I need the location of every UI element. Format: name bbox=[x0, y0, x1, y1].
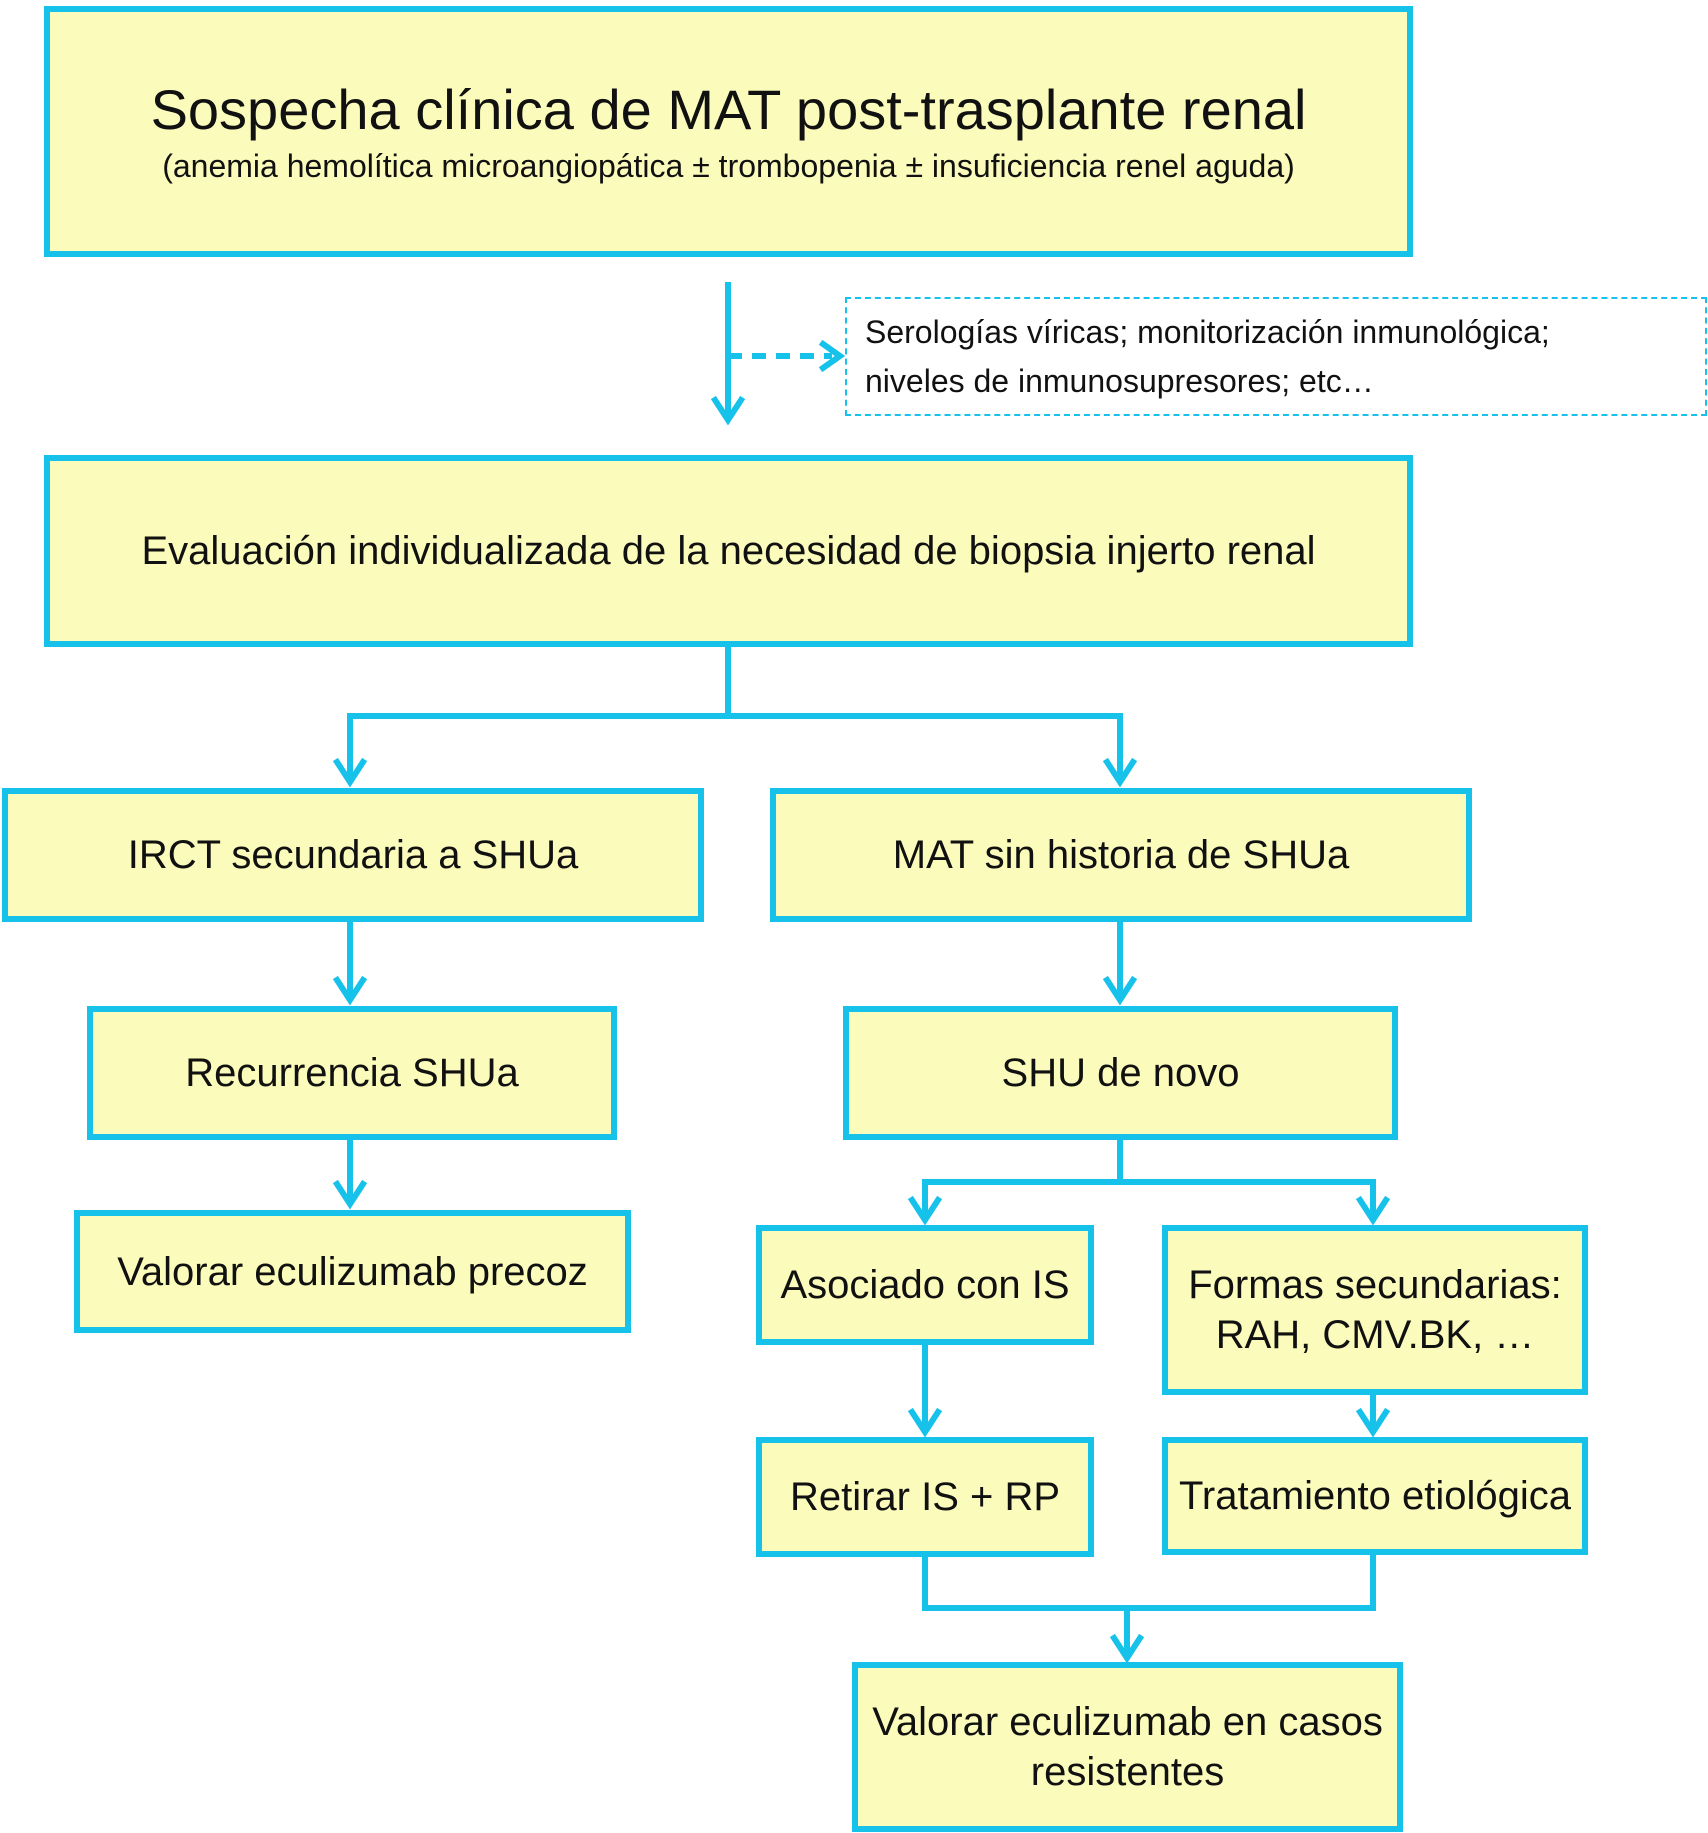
etiologic-box: Tratamiento etiológica bbox=[1162, 1437, 1588, 1555]
arrowhead-merge-down bbox=[1109, 1633, 1145, 1664]
left-step2-box: Valorar eculizumab precoz bbox=[74, 1210, 631, 1333]
secondary-forms-box: Formas secundarias: RAH, CMV.BK, … bbox=[1162, 1225, 1588, 1395]
left-header-text: IRCT secundaria a SHUa bbox=[127, 833, 579, 877]
final-box: Valorar eculizumab en casos resistentes bbox=[852, 1662, 1403, 1832]
arrowhead-split-right bbox=[1102, 757, 1138, 788]
arrowhead-secondary-down bbox=[1355, 1407, 1391, 1438]
right-header-text: MAT sin historia de SHUa bbox=[892, 833, 1350, 877]
arrowhead-right-1 bbox=[1102, 975, 1138, 1006]
left-step1-text: Recurrencia SHUa bbox=[185, 1051, 519, 1095]
title-box: Sospecha clínica de MAT post-trasplante … bbox=[44, 6, 1413, 257]
left-step1-box: Recurrencia SHUa bbox=[87, 1006, 617, 1140]
right-header-box: MAT sin historia de SHUa bbox=[770, 788, 1472, 922]
final-line-1: Valorar eculizumab en casos bbox=[872, 1700, 1383, 1744]
associated-text: Asociado con IS bbox=[780, 1263, 1070, 1307]
arrowhead-left-1 bbox=[332, 975, 368, 1006]
associated-box: Asociado con IS bbox=[756, 1225, 1094, 1345]
arrowhead-left-2 bbox=[332, 1179, 368, 1210]
arrowhead-main-down bbox=[710, 395, 746, 426]
right-step1-text: SHU de novo bbox=[1001, 1051, 1240, 1095]
title-subtitle: (anemia hemolítica microangiopática ± tr… bbox=[162, 147, 1295, 184]
arrowhead-side-note bbox=[818, 339, 846, 373]
side-note-line-1: Serologías víricas; monitorización inmun… bbox=[865, 313, 1550, 350]
left-step2-text: Valorar eculizumab precoz bbox=[117, 1249, 588, 1294]
secondary-forms-line-1: Formas secundarias: bbox=[1188, 1263, 1562, 1307]
evaluation-box: Evaluación individualizada de la necesid… bbox=[44, 455, 1413, 647]
final-line-2: resistentes bbox=[1030, 1750, 1225, 1794]
side-note-box: Serologías víricas; monitorización inmun… bbox=[845, 297, 1707, 416]
etiologic-text: Tratamiento etiológica bbox=[1178, 1474, 1572, 1518]
secondary-forms-line-2: RAH, CMV.BK, … bbox=[1215, 1313, 1535, 1357]
arrowhead-associated-down bbox=[907, 1407, 943, 1438]
side-note-line-2: niveles de inmunosupresores; etc… bbox=[865, 362, 1374, 399]
arrowhead-right-split-left bbox=[907, 1195, 943, 1226]
arrowhead-split-left bbox=[332, 757, 368, 788]
withdraw-box: Retirar IS + RP bbox=[756, 1437, 1094, 1557]
arrowhead-right-split-right bbox=[1355, 1195, 1391, 1226]
right-step1-box: SHU de novo bbox=[843, 1006, 1398, 1140]
left-header-box: IRCT secundaria a SHUa bbox=[2, 788, 704, 922]
title-main: Sospecha clínica de MAT post-trasplante … bbox=[150, 77, 1307, 141]
withdraw-text: Retirar IS + RP bbox=[789, 1475, 1061, 1519]
evaluation-text: Evaluación individualizada de la necesid… bbox=[141, 529, 1316, 573]
